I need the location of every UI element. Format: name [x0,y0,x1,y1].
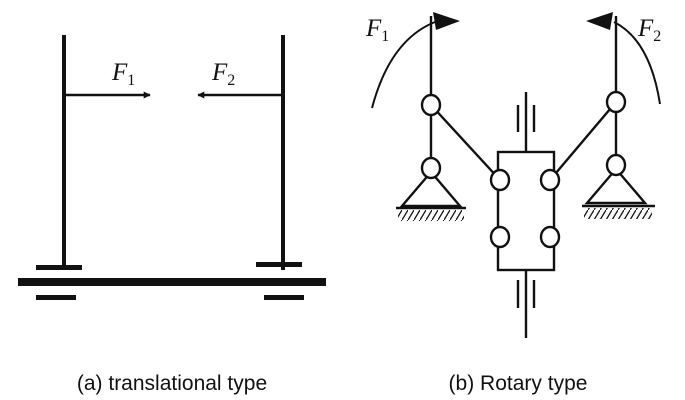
rotary-block-joint-bottom-left [489,225,511,249]
rotary-left-lower-joint [420,156,442,180]
rotary-left-ground-hatch [398,210,464,221]
rotary-block-joint-top-right [539,168,561,192]
right-jaw-arm [281,35,285,270]
right-jaw-slider [256,262,302,267]
rotary-panel [371,12,661,338]
translational-caption: (a) translational type [77,372,267,395]
force-f1-label: F1 [111,59,135,89]
rotary-right-ground-hatch [584,208,652,219]
left-jaw-arm [62,35,66,270]
rotary-caption: (b) Rotary type [449,372,588,395]
rotary-left-ground-triangle [399,170,463,208]
rotary-block-joint-top-left [489,168,511,192]
rotary-right-upper-joint [605,90,627,114]
rotary-f2-arrowhead [586,12,613,30]
rotary-left-link [430,104,501,181]
rotary-f2-arc [613,21,661,105]
rotary-f1-arc [371,21,436,109]
left-rail-bearing [36,295,76,300]
rotary-right-ground-triangle [584,167,648,205]
left-jaw-slider [36,265,82,270]
right-rail-bearing [264,295,304,300]
translational-guide-rail [18,278,326,286]
force-f2-label: F2 [211,59,235,89]
rotary-right-lower-joint [605,153,627,177]
rotary-f1-arrowhead [433,12,460,30]
rotary-force-f2-label: F2 [637,15,661,45]
translational-panel: F1 F2 [18,35,326,300]
rotary-block-joint-bottom-right [539,225,561,249]
rotary-force-f1-label: F1 [365,15,389,45]
rotary-slider-block [496,150,556,272]
rotary-left-upper-joint [420,93,442,117]
rotary-right-link [549,101,617,181]
